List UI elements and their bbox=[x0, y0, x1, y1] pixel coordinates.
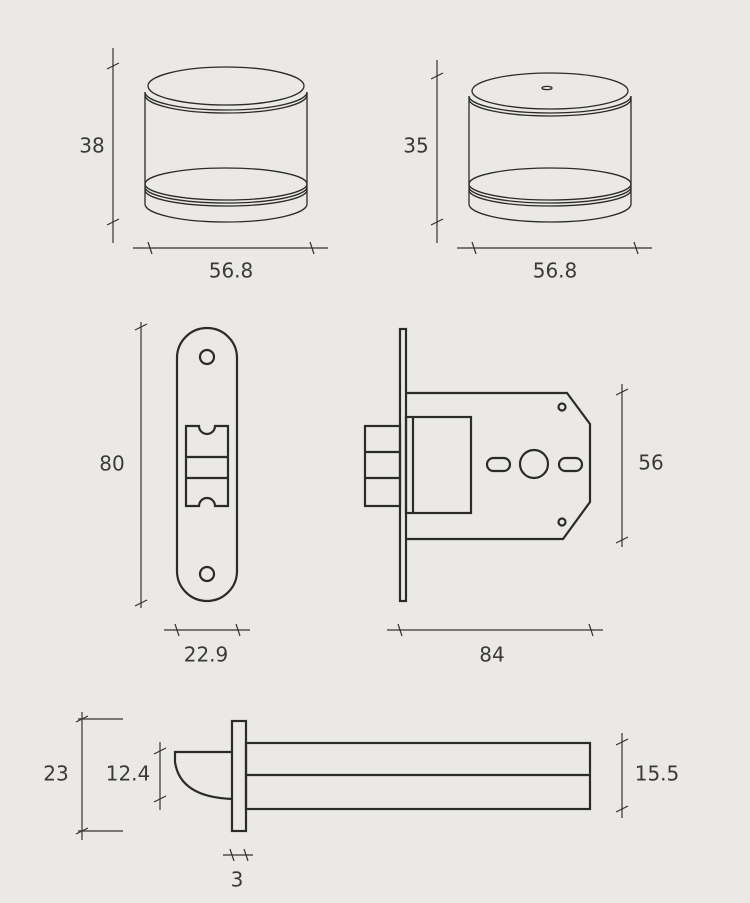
bolt-rod-height-dimension bbox=[615, 733, 629, 818]
knob-b-height-label: 35 bbox=[403, 134, 428, 158]
lock-body-height-dimension bbox=[615, 384, 629, 547]
knob-a-height-dimension bbox=[106, 48, 120, 243]
bolt-plate-height-dimension bbox=[75, 712, 123, 840]
bolt-plate-thickness-dimension bbox=[223, 848, 253, 862]
knob-a-width-dimension bbox=[133, 241, 328, 255]
knob-a-drawing bbox=[144, 66, 308, 223]
lock-body-height-label: 56 bbox=[638, 451, 663, 475]
knob-b-drawing bbox=[468, 72, 632, 223]
bolt-rod-height-label: 15.5 bbox=[635, 762, 680, 786]
knob-b-height-dimension bbox=[430, 60, 444, 243]
bolt-plate-thickness-label: 3 bbox=[231, 868, 244, 892]
knob-b-width-label: 56.8 bbox=[533, 259, 578, 283]
knob-b-width-dimension bbox=[457, 241, 652, 255]
strike-plate-width-dimension bbox=[164, 623, 250, 637]
lock-body-width-label: 84 bbox=[479, 643, 504, 667]
bolt-drawing bbox=[173, 719, 592, 833]
knob-a-height-label: 38 bbox=[79, 134, 104, 158]
strike-plate-height-dimension bbox=[134, 322, 148, 608]
strike-plate-drawing bbox=[175, 326, 239, 603]
bolt-latch-height-label: 12.4 bbox=[106, 762, 151, 786]
lock-body-drawing bbox=[363, 327, 592, 603]
strike-plate-height-label: 80 bbox=[99, 452, 124, 476]
bolt-plate-height-label: 23 bbox=[43, 762, 68, 786]
bolt-latch-height-dimension bbox=[153, 742, 167, 810]
lock-body-width-dimension bbox=[387, 623, 603, 637]
knob-a-width-label: 56.8 bbox=[209, 259, 254, 283]
strike-plate-width-label: 22.9 bbox=[184, 643, 229, 667]
